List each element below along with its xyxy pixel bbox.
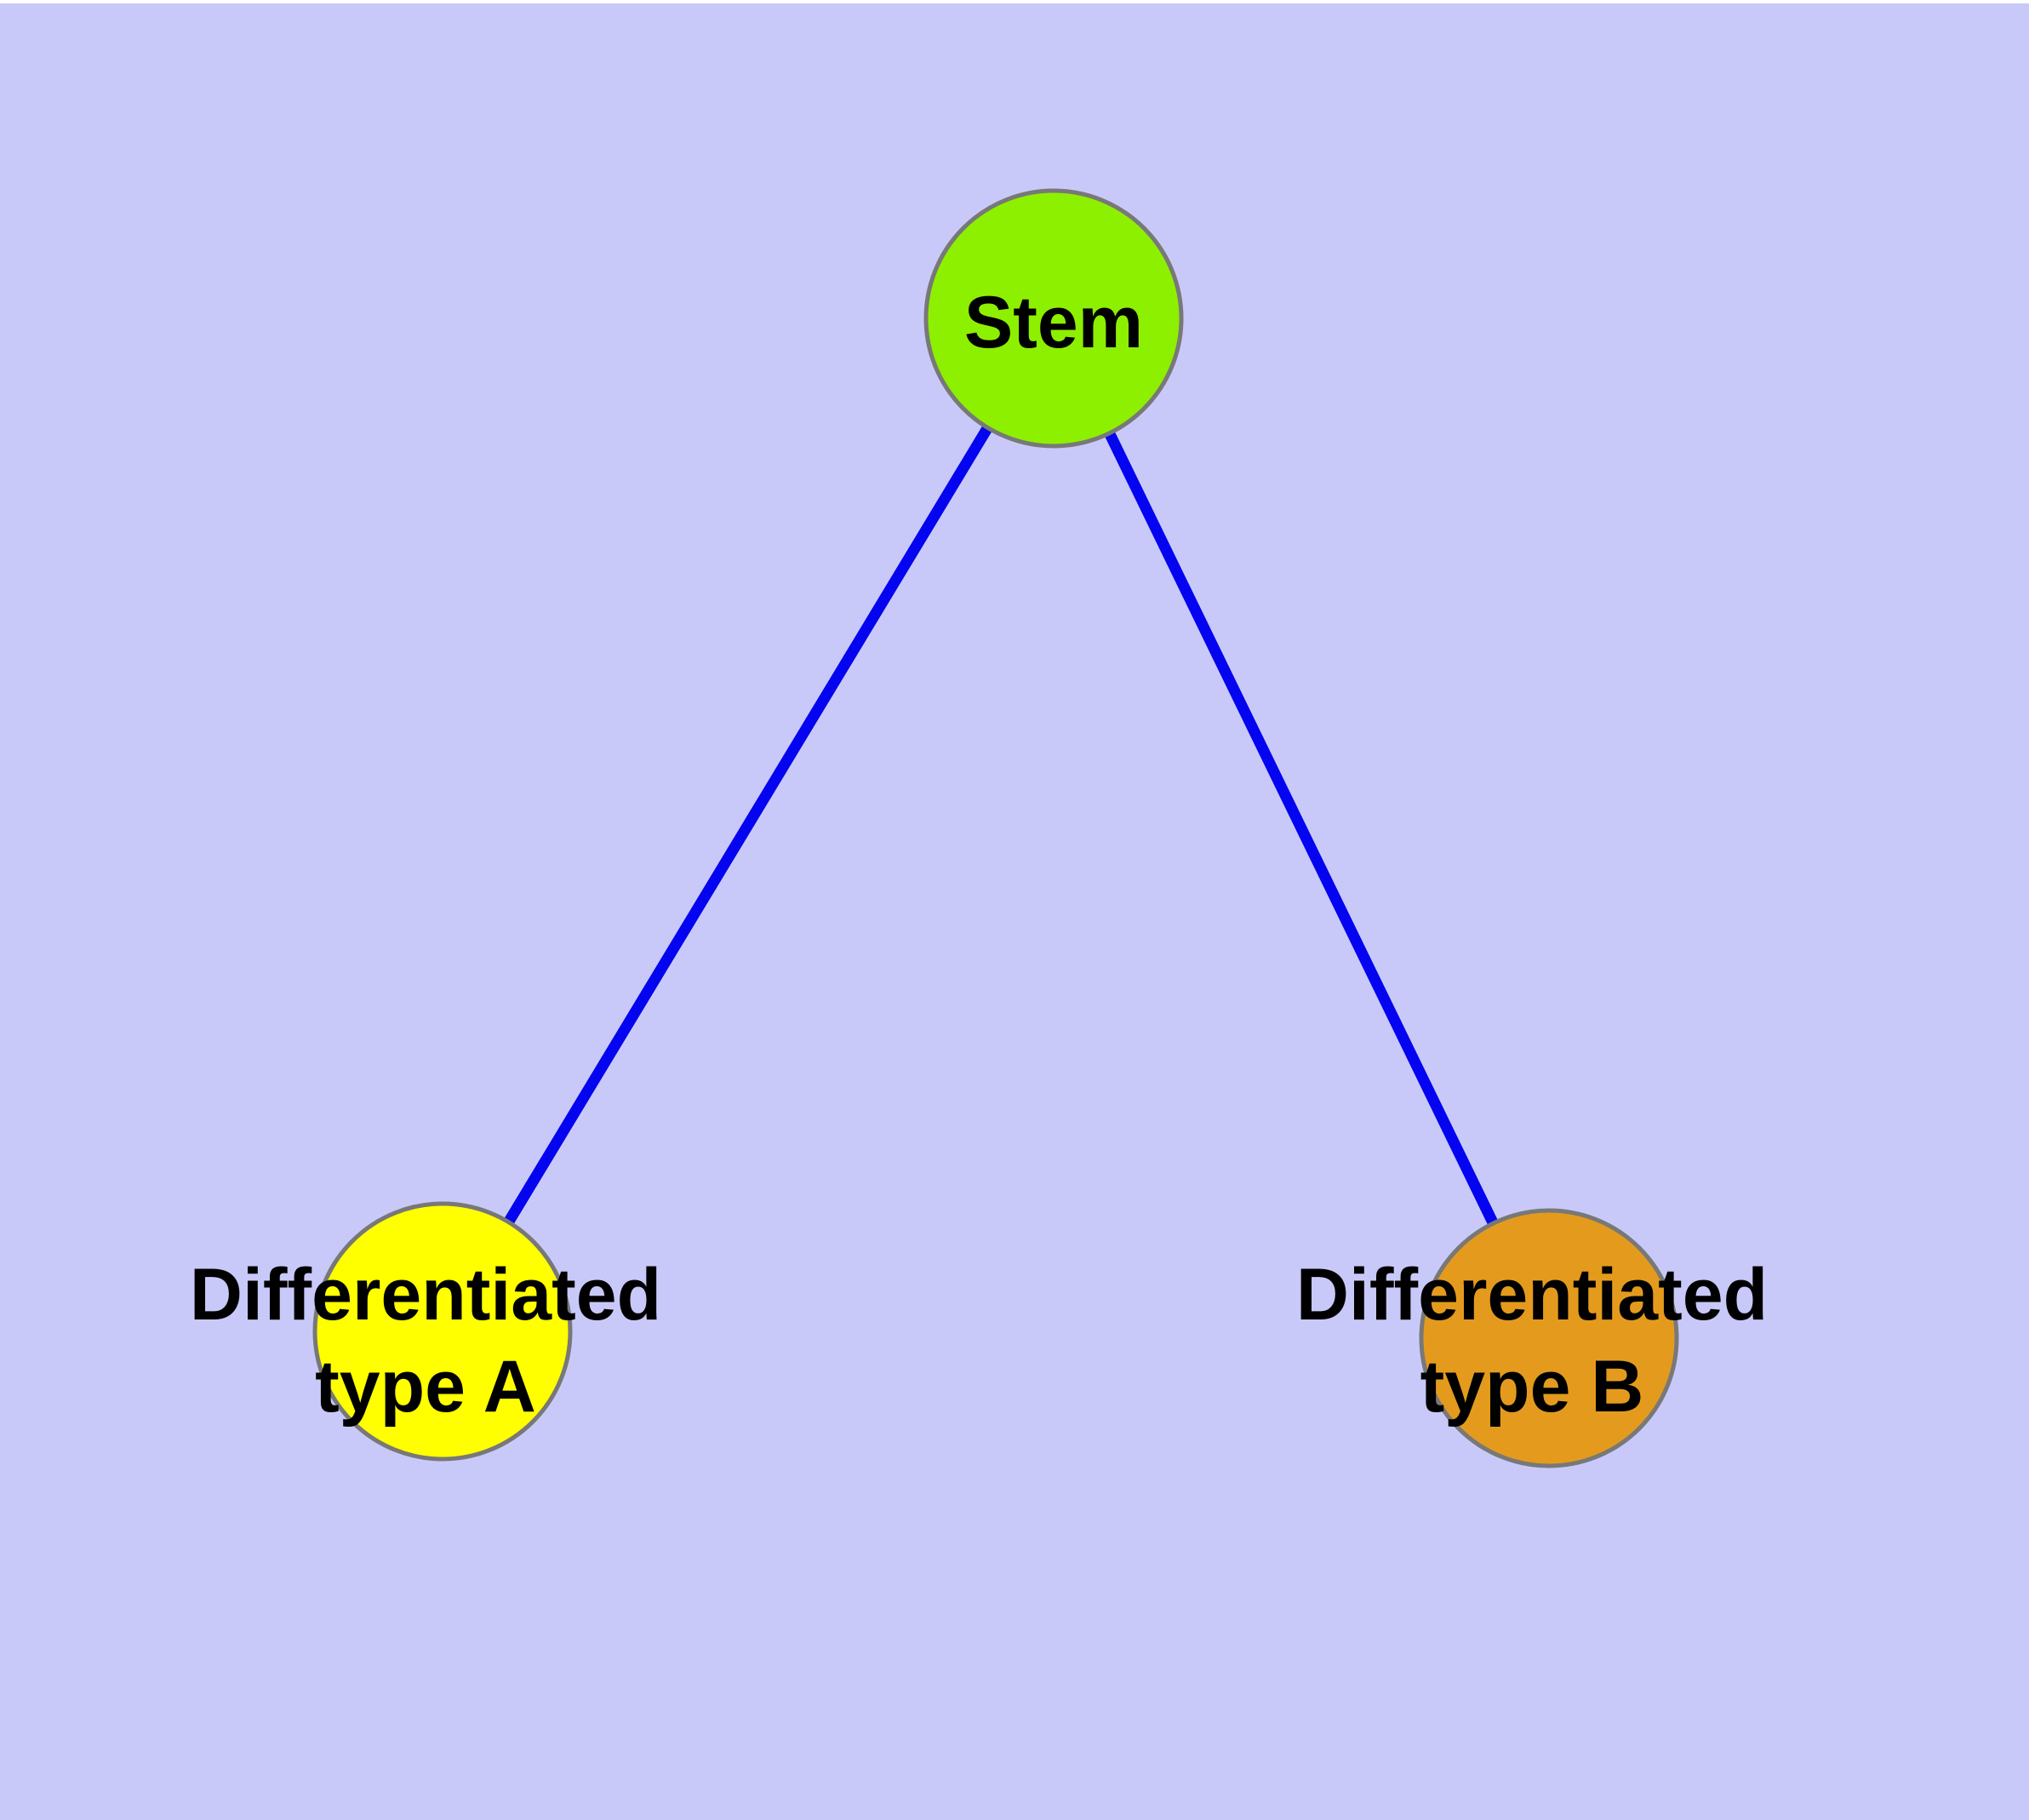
node-type-a-label-line2: type A <box>315 1346 536 1428</box>
node-type-b-label-line2: type B <box>1420 1346 1644 1428</box>
node-stem-label: Stem <box>964 282 1143 363</box>
edge-stem-to-type-a <box>437 315 1059 1335</box>
edge-stem-to-type-b <box>1049 316 1554 1341</box>
top-strip <box>0 0 2029 3</box>
node-type-a-label-line1: Differentiated <box>190 1254 661 1336</box>
node-type-b-label-line1: Differentiated <box>1296 1254 1768 1336</box>
node-stem <box>923 188 1184 449</box>
node-type-b <box>1419 1208 1679 1468</box>
node-type-a <box>312 1201 573 1462</box>
